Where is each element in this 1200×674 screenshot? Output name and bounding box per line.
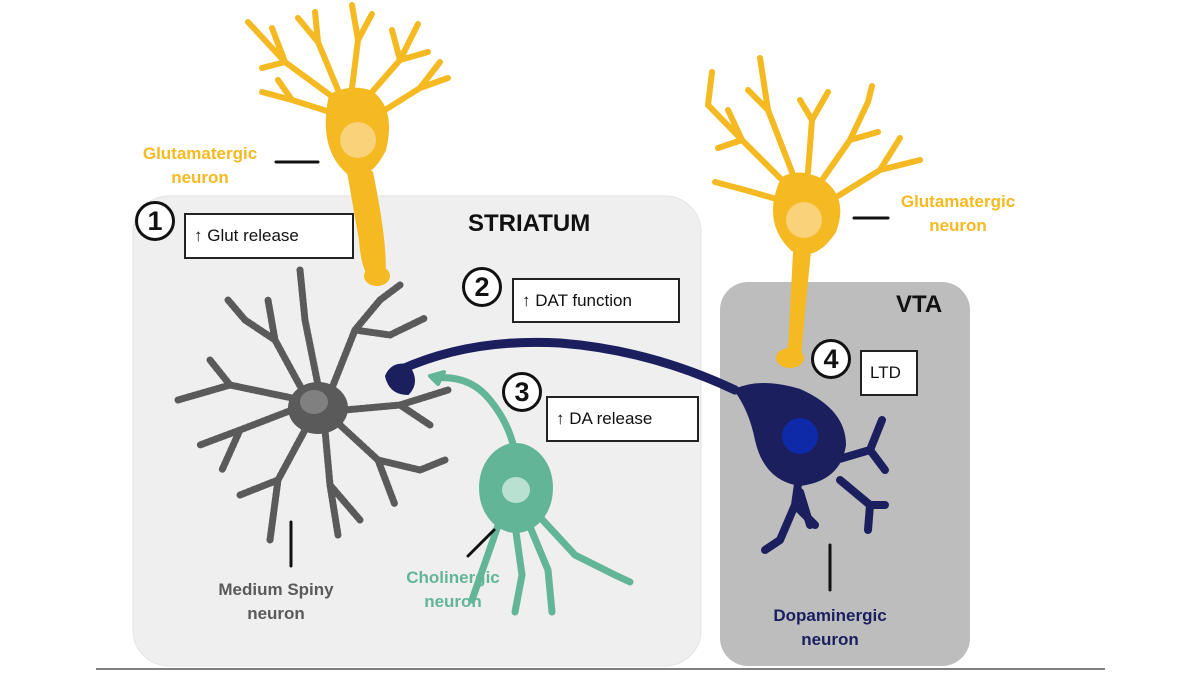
leader-lines: [274, 160, 890, 592]
striatum-label: STRIATUM: [468, 210, 591, 237]
effect-3-number: 3: [502, 372, 542, 412]
dopaminergic-neuron: [385, 337, 889, 554]
effect-3-box: ↑ DA release: [546, 396, 699, 442]
effect-1-box: ↑ Glut release: [184, 213, 354, 259]
effect-1-number: 1: [135, 201, 175, 241]
glutamatergic-neuron-left-label: Glutamatergic neuron: [142, 144, 258, 187]
vta-label: VTA: [896, 291, 943, 318]
glutamatergic-neuron-right: [705, 55, 923, 368]
medium-spiny-neuron-label: Medium Spiny neuron: [218, 580, 334, 623]
effect-2-box: ↑ DAT function: [512, 278, 680, 323]
glutamatergic-neuron-right-label: Glutamatergic neuron: [900, 192, 1016, 235]
medium-spiny-neuron: [174, 266, 452, 544]
effect-2-number: 2: [462, 267, 502, 307]
cholinergic-neuron-label: Cholinergic neuron: [406, 568, 500, 611]
effect-4-number: 4: [811, 339, 851, 379]
glutamatergic-neuron-left: [245, 2, 451, 286]
effect-4-box: LTD: [860, 350, 918, 396]
cholinergic-neuron: [428, 370, 634, 616]
dopaminergic-neuron-label: Dopaminergic neuron: [773, 606, 887, 649]
